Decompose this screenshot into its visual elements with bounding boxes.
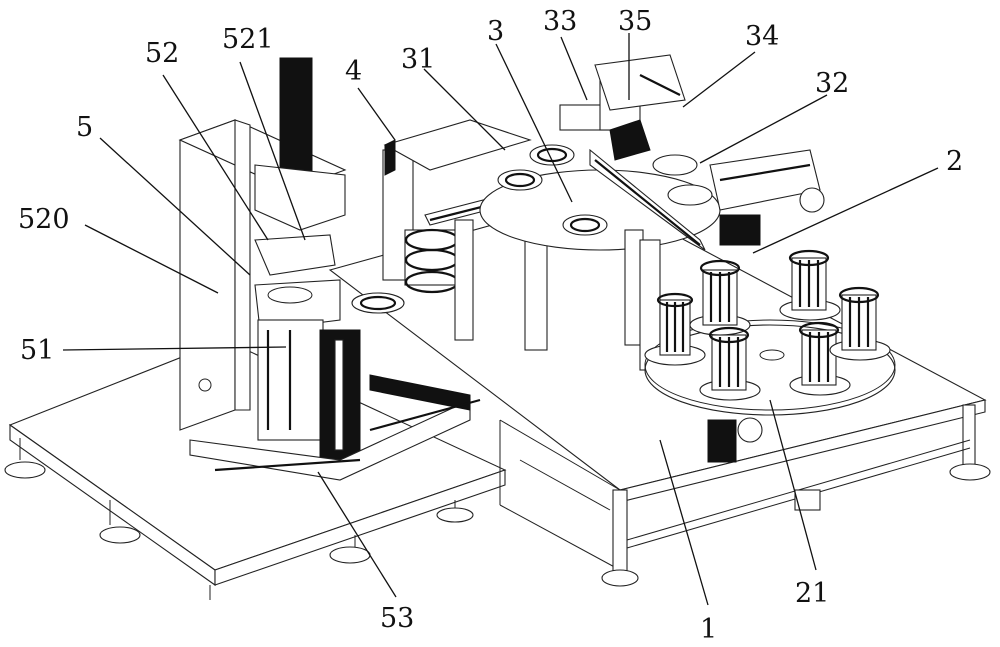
label-31: 31 — [401, 44, 435, 75]
leader-520 — [84, 224, 219, 294]
leader-4 — [357, 87, 396, 141]
cage-1 — [644, 292, 706, 366]
label-21: 21 — [795, 578, 829, 609]
leader-521 — [239, 61, 306, 241]
label-32: 32 — [815, 68, 849, 99]
cage-5 — [789, 321, 851, 396]
label-3: 3 — [487, 16, 504, 47]
leader-33 — [560, 36, 588, 101]
cage-4 — [779, 249, 841, 321]
label-5: 5 — [76, 112, 93, 143]
leader-34 — [682, 51, 756, 108]
label-51: 51 — [20, 335, 54, 366]
label-34: 34 — [745, 21, 779, 52]
label-2: 2 — [946, 146, 963, 177]
leader-5 — [99, 137, 251, 276]
pressing-station — [178, 57, 481, 481]
label-520: 520 — [18, 204, 70, 235]
label-1: 1 — [700, 614, 717, 645]
leader-53 — [317, 471, 397, 598]
leader-21 — [769, 399, 817, 571]
rotary-turntable — [644, 249, 896, 463]
leader-52 — [162, 74, 269, 241]
reference-labels: 52 521 5 520 51 53 4 31 3 33 35 34 32 2 … — [18, 6, 963, 645]
label-35: 35 — [618, 6, 652, 37]
label-521: 521 — [222, 24, 274, 55]
leader-51 — [62, 346, 287, 351]
leader-3 — [495, 43, 573, 203]
label-52: 52 — [145, 38, 179, 69]
leader-2 — [752, 167, 939, 254]
label-33: 33 — [543, 6, 577, 37]
leader-1 — [659, 439, 709, 606]
transfer-assembly — [479, 54, 825, 371]
label-53: 53 — [380, 603, 414, 634]
left-base-platform — [4, 339, 507, 600]
leader-32 — [699, 94, 828, 164]
cage-2 — [689, 259, 751, 336]
label-4: 4 — [345, 56, 362, 87]
cage-6 — [829, 286, 891, 361]
leader-lines — [62, 33, 939, 606]
cage-3 — [699, 326, 761, 401]
leader-31 — [423, 68, 506, 151]
